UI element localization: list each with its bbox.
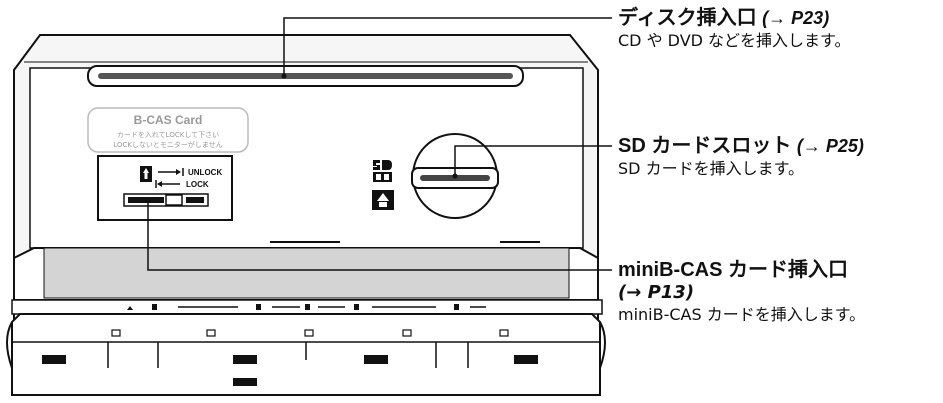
- callout-bcas-desc: miniB-CAS カードを挿入します。: [618, 305, 866, 324]
- leader-line-sd: [454, 145, 612, 176]
- unlock-label: UNLOCK: [188, 168, 222, 177]
- callout-disc-desc: CD や DVD などを挿入します。: [618, 31, 851, 50]
- lock-arrows-icon: [155, 168, 184, 188]
- callout-bcas-slot: miniB-CAS カード挿入口 (→ P13) miniB-CAS カードを挿…: [618, 258, 865, 326]
- callout-sd-slot: SD カードスロット (→ P25) SD カードを挿入します。: [618, 134, 864, 180]
- leader-line-bcas: [147, 200, 612, 271]
- leader-line-disc: [283, 17, 612, 76]
- bcas-card-label: B-CAS Card カードを入れてLOCKして下さい LOCKしないとモニター…: [87, 107, 249, 153]
- callout-disc-slot: ディスク挿入口 (→ P23) CD や DVD などを挿入します。: [618, 6, 850, 52]
- bcas-card-slot: UNLOCK LOCK: [97, 155, 233, 221]
- eject-icon: [372, 190, 394, 210]
- front-button-row: [11, 299, 603, 315]
- bcas-card-line1: カードを入れてLOCKして下さい: [117, 131, 219, 139]
- callout-bcas-ref: (→ P13): [618, 282, 695, 303]
- bcas-card-title: B-CAS Card: [134, 113, 203, 127]
- callout-sd-ref: (→ P25): [796, 136, 864, 156]
- callout-sd-title-line: SD カードスロット (→ P25): [618, 134, 864, 158]
- callout-sd-desc: SD カードを挿入します。: [618, 159, 804, 178]
- callout-disc-title-line: ディスク挿入口 (→ P23): [618, 6, 850, 30]
- right-side-knob: [599, 321, 606, 369]
- lock-label: LOCK: [186, 180, 209, 189]
- sd-logo-icon: [373, 160, 392, 182]
- callout-bcas-title: miniB-CAS カード挿入口: [618, 259, 848, 281]
- bcas-card-line2: LOCKしないとモニターがしません: [113, 140, 222, 149]
- callout-sd-title: SD カードスロット: [618, 135, 792, 157]
- left-side-knob: [6, 321, 13, 369]
- callout-disc-title: ディスク挿入口: [618, 7, 757, 29]
- disc-slot: [87, 65, 524, 87]
- lock-slider: [123, 193, 209, 207]
- callout-disc-ref: (→ P23): [762, 8, 830, 28]
- screen-area: [43, 247, 570, 299]
